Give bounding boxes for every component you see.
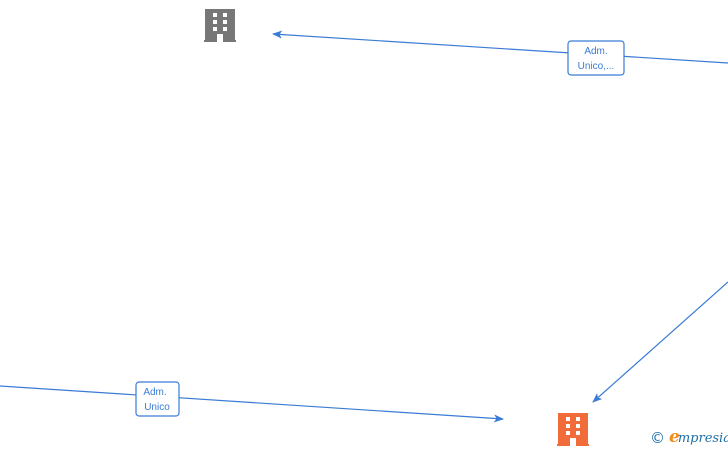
edge-bottom-left-line — [0, 385, 504, 423]
edge-top-label-line-2: Unico,... — [578, 61, 615, 72]
edge-bottom-left-label-box — [135, 381, 180, 417]
building-icon — [557, 413, 589, 446]
edge-top-label-line-1: Adm. — [584, 46, 607, 57]
edge-bottom-left-label[interactable]: Adm. Unico — [135, 381, 180, 417]
edge-right — [592, 281, 728, 403]
copyright-icon: © — [650, 428, 665, 447]
edge-top-label-box — [567, 40, 625, 76]
edge-bottom-left: Adm. Unico — [0, 381, 504, 423]
edge-top-line — [272, 30, 728, 64]
company-node-top[interactable] — [204, 9, 236, 42]
empresia-logo: empresia — [669, 429, 728, 447]
edge-top-label[interactable]: Adm. Unico,... — [567, 40, 625, 76]
edge-right-line — [592, 281, 728, 403]
edge-bottom-left-label-line-2: Unico — [144, 402, 170, 413]
building-icon — [204, 9, 236, 42]
empresia-logo-initial: e — [669, 427, 680, 447]
edge-top: Adm. Unico,... — [272, 30, 728, 76]
edge-bottom-left-label-line-1: Adm. — [143, 387, 166, 398]
empresia-watermark: © empresia — [650, 428, 728, 448]
company-node-bottom[interactable] — [557, 413, 589, 446]
empresia-logo-text: mpresia — [677, 431, 728, 446]
